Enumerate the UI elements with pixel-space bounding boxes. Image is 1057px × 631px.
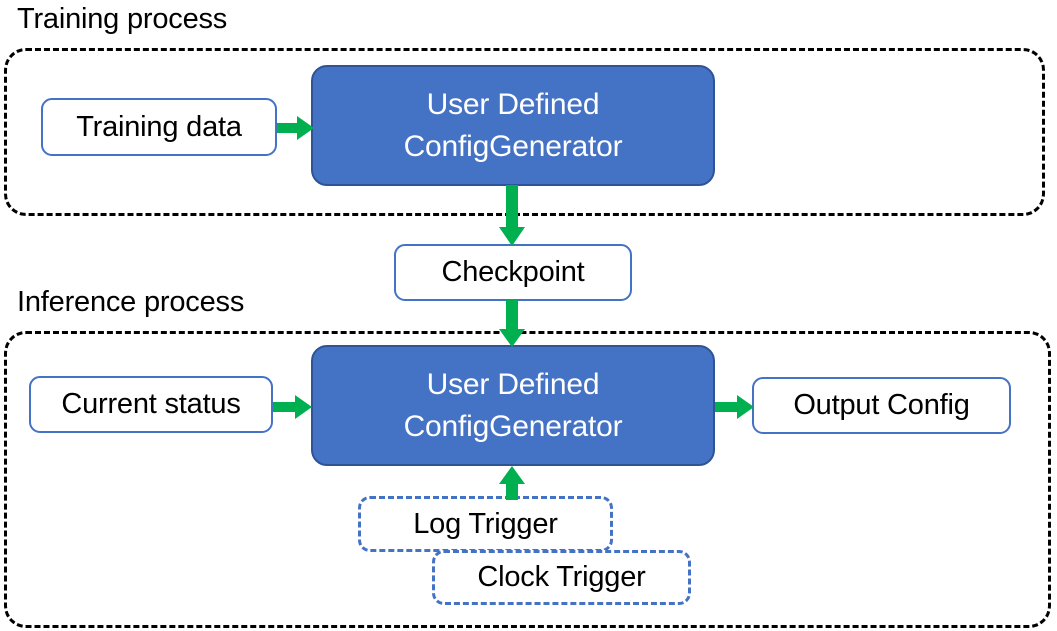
checkpoint-box[interactable]: Checkpoint [394,244,632,301]
arrow-checkpoint-to-generator [497,300,527,353]
arrow-triggers-to-generator [497,466,527,505]
generator-line-1: User Defined [426,367,600,401]
arrow-generator-to-output-config [715,392,755,427]
log-trigger-box[interactable]: Log Trigger [358,496,613,552]
inference-process-label: Inference process [17,286,245,318]
inference-process-container [4,331,1051,628]
user-defined-config-generator-training[interactable]: User Defined ConfigGenerator [311,65,715,186]
clock-trigger-box[interactable]: Clock Trigger [432,550,691,605]
training-process-container [4,48,1045,216]
generator-line-2: ConfigGenerator [403,129,623,163]
generator-line-2: ConfigGenerator [403,409,623,443]
training-process-label: Training process [17,3,228,35]
generator-line-1: User Defined [426,87,600,121]
training-data-box[interactable]: Training data [41,98,277,156]
arrow-current-status-to-generator [273,392,313,427]
arrow-generator-to-checkpoint [497,185,527,252]
user-defined-config-generator-inference[interactable]: User Defined ConfigGenerator [311,345,715,466]
output-config-box[interactable]: Output Config [752,377,1011,434]
current-status-box[interactable]: Current status [29,376,273,433]
arrow-training-data-to-generator [277,113,315,148]
